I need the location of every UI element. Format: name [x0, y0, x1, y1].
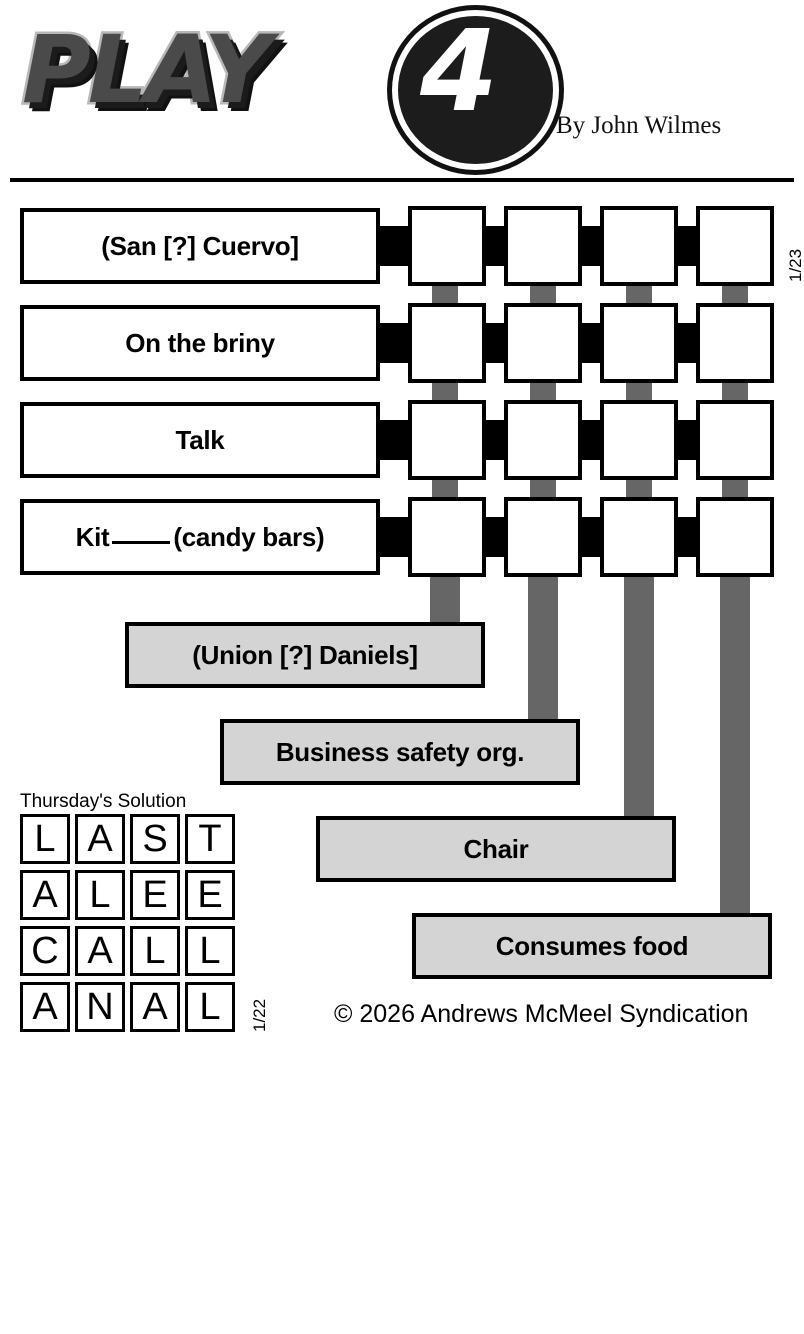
column-stem-2: [528, 575, 558, 722]
clue-blank-underline: [112, 540, 171, 544]
grid-cell-r4c1[interactable]: [408, 497, 486, 577]
solution-cell-r1c2: A: [75, 814, 125, 864]
grid-cell-r1c3[interactable]: [600, 206, 678, 286]
connector-v-c2-r12: [530, 284, 556, 306]
column-stem-1: [430, 575, 460, 625]
shaded-clue-box-3[interactable]: Chair: [316, 816, 676, 882]
author-byline: By John Wilmes: [556, 112, 722, 139]
connector-v-c4-r34: [722, 478, 748, 500]
solution-cell-r2c4: E: [185, 870, 235, 920]
page-header: PLAY 4 By John Wilmes: [0, 0, 804, 182]
clue-box-4[interactable]: Kit (candy bars): [20, 499, 380, 575]
copyright-notice: © 2026 Andrews McMeel Syndication: [334, 1000, 749, 1028]
clue-box-1[interactable]: (San [?] Cuervo]: [20, 208, 380, 284]
grid-cell-r1c2[interactable]: [504, 206, 582, 286]
grid-cell-r3c3[interactable]: [600, 400, 678, 480]
date-marker-top: 1/23: [786, 248, 804, 282]
shaded-clue-box-4[interactable]: Consumes food: [412, 913, 772, 979]
clue-label-2: On the briny: [125, 327, 275, 358]
clue-label-4: Kit (candy bars): [76, 522, 325, 553]
connector-v-c1-r23: [432, 381, 458, 403]
solution-cell-r2c3: E: [130, 870, 180, 920]
grid-cell-r4c4[interactable]: [696, 497, 774, 577]
grid-cell-r4c2[interactable]: [504, 497, 582, 577]
solution-cell-r3c4: L: [185, 926, 235, 976]
solution-cell-r3c1: C: [20, 926, 70, 976]
connector-v-c4-r23: [722, 381, 748, 403]
column-stem-3: [624, 575, 654, 818]
solution-cell-r3c3: L: [130, 926, 180, 976]
clue-label-1: (San [?] Cuervo]: [101, 230, 299, 261]
shaded-clue-box-1[interactable]: (Union [?] Daniels]: [125, 622, 485, 688]
solution-cell-r2c2: L: [75, 870, 125, 920]
solution-cell-r4c4: L: [185, 982, 235, 1032]
grid-cell-r2c3[interactable]: [600, 303, 678, 383]
solution-cell-r4c2: N: [75, 982, 125, 1032]
connector-v-c4-r12: [722, 284, 748, 306]
grid-cell-r2c2[interactable]: [504, 303, 582, 383]
solution-cell-r2c1: A: [20, 870, 70, 920]
solution-cell-r1c3: S: [130, 814, 180, 864]
column-stem-4: [720, 575, 750, 915]
grid-cell-r3c2[interactable]: [504, 400, 582, 480]
shaded-clue-box-2[interactable]: Business safety org.: [220, 719, 580, 785]
connector-v-c3-r34: [626, 478, 652, 500]
clue-box-2[interactable]: On the briny: [20, 305, 380, 381]
connector-v-c1-r12: [432, 284, 458, 306]
connector-v-c2-r34: [530, 478, 556, 500]
clue-label-3: Talk: [175, 424, 225, 455]
shaded-clue-label-4: Consumes food: [495, 930, 689, 961]
grid-cell-r4c3[interactable]: [600, 497, 678, 577]
clue-label-4-post: (candy bars): [173, 521, 325, 552]
connector-v-c3-r12: [626, 284, 652, 306]
logo-wordmark: PLAY: [20, 16, 275, 125]
grid-cell-r2c1[interactable]: [408, 303, 486, 383]
solution-cell-r4c3: A: [130, 982, 180, 1032]
solution-heading: Thursday's Solution: [20, 791, 187, 812]
header-divider: [10, 178, 794, 182]
date-marker-solution: 1/22: [250, 998, 269, 1032]
shaded-clue-label-2: Business safety org.: [275, 736, 525, 767]
grid-cell-r1c1[interactable]: [408, 206, 486, 286]
clue-label-4-pre: Kit: [75, 521, 110, 552]
shaded-clue-label-3: Chair: [463, 833, 529, 864]
logo-oval-shape: [392, 10, 559, 170]
connector-v-c2-r23: [530, 381, 556, 403]
solution-cell-r1c4: T: [185, 814, 235, 864]
solution-cell-r1c1: L: [20, 814, 70, 864]
connector-v-c3-r23: [626, 381, 652, 403]
connector-v-c1-r34: [432, 478, 458, 500]
play4-logo: PLAY 4: [20, 7, 559, 170]
grid-cell-r3c4[interactable]: [696, 400, 774, 480]
logo-number-four: 4: [420, 7, 498, 137]
grid-cell-r2c4[interactable]: [696, 303, 774, 383]
grid-cell-r1c4[interactable]: [696, 206, 774, 286]
clue-box-3[interactable]: Talk: [20, 402, 380, 478]
solution-cell-r3c2: A: [75, 926, 125, 976]
grid-cell-r3c1[interactable]: [408, 400, 486, 480]
shaded-clue-label-1: (Union [?] Daniels]: [192, 639, 418, 670]
solution-cell-r4c1: A: [20, 982, 70, 1032]
